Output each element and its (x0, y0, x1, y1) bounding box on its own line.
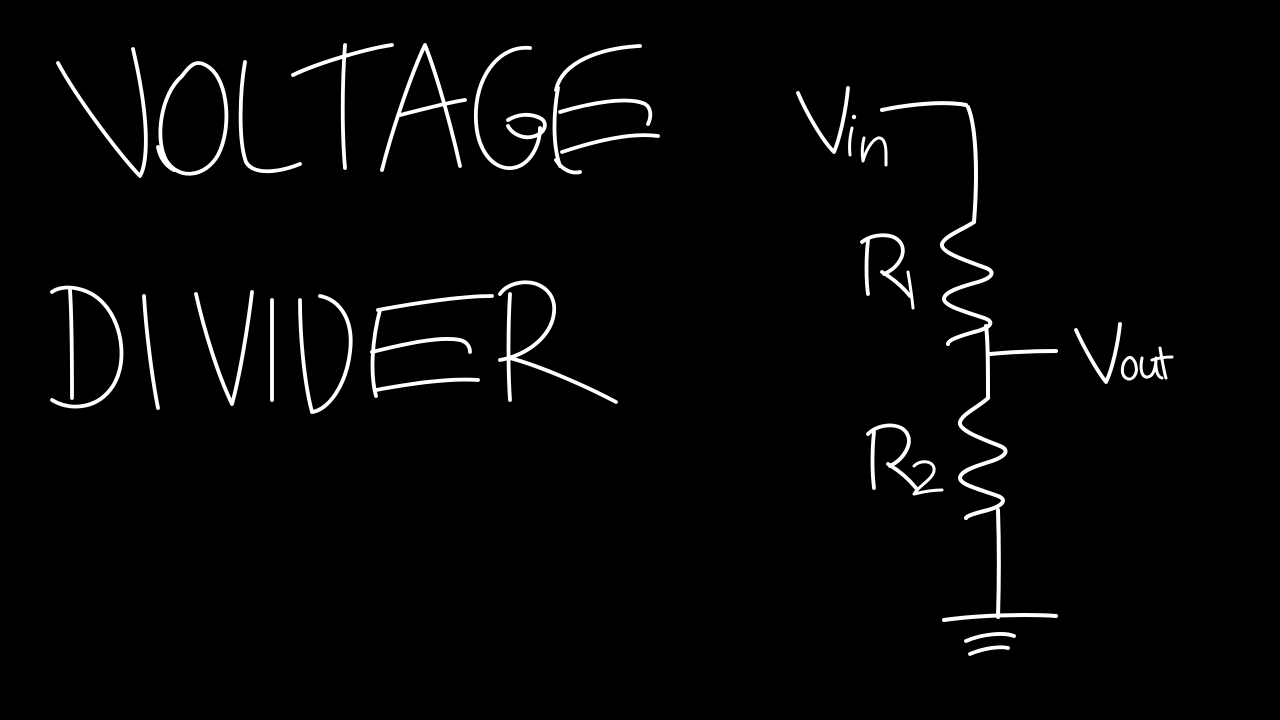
r1-label (860, 233, 915, 310)
r2-to-ground-wire (996, 508, 1001, 619)
r2-label (866, 423, 944, 496)
vin-to-r1-vertical (966, 105, 978, 224)
vin-horizontal-lead (880, 101, 968, 112)
circuit-drawing (796, 86, 1174, 656)
r2-resistor (958, 396, 1008, 520)
vout-label (1074, 322, 1174, 384)
title-line-2-strokes (50, 280, 618, 414)
title-line-1-strokes (56, 43, 660, 178)
r1-to-vout-node (984, 324, 990, 400)
ground-symbol (942, 613, 1058, 656)
r1-resistor (940, 220, 994, 346)
vout-tap-lead (988, 349, 1058, 356)
vin-label (796, 86, 888, 167)
